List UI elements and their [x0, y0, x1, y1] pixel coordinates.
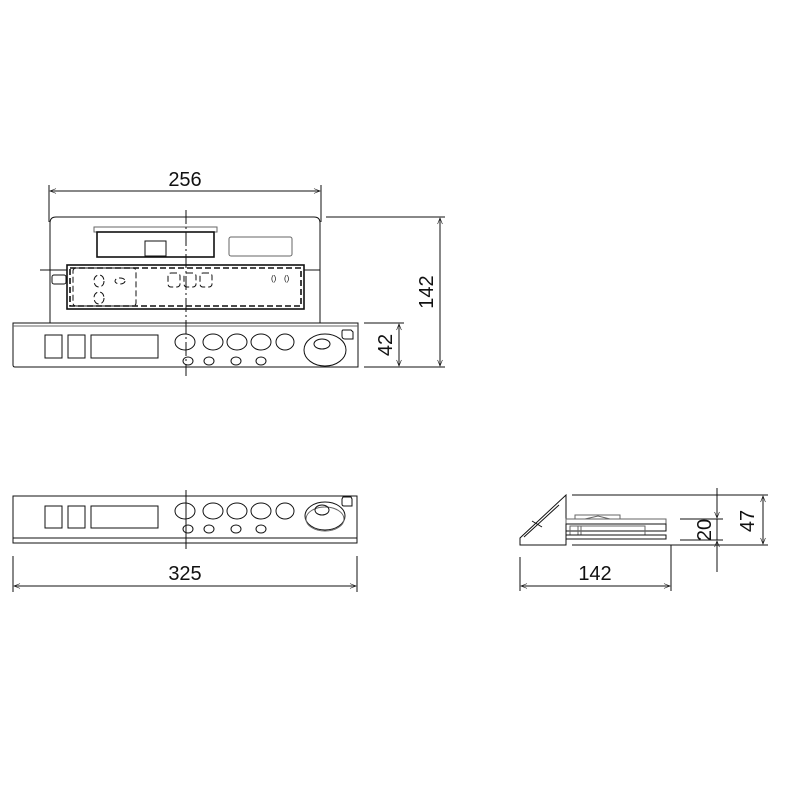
front-round-button-3: [226, 502, 248, 520]
front-round-button-1: [174, 502, 196, 520]
round-button-4: [250, 333, 272, 351]
dimension-height-side: 20 47: [680, 488, 766, 572]
front-view: 325: [12, 490, 358, 592]
top-slot-tab: [144, 240, 167, 257]
small-button-1: [182, 356, 194, 366]
front-round-button-5: [275, 502, 295, 520]
tray-mark-2: (): [284, 274, 290, 283]
rotary-knob: [303, 333, 347, 367]
dim-label-47: 47: [737, 510, 759, 532]
tray-dashed-outline: [69, 267, 302, 307]
front-indicator-light: [341, 496, 353, 507]
dimension-depth-top: 142 42: [326, 216, 445, 368]
small-button-2: [203, 356, 215, 366]
indicator-light: [341, 329, 354, 340]
small-button-3: [230, 356, 242, 366]
round-button-5: [275, 333, 295, 351]
dim-label-20: 20: [694, 519, 716, 541]
unit-body-outline: [49, 216, 321, 323]
tray-slot: [114, 277, 126, 285]
dim-label-256: 256: [168, 169, 201, 191]
dim-label-142-side: 142: [578, 563, 611, 585]
front-round-button-4: [250, 502, 272, 520]
square-button-2: [67, 334, 86, 359]
rotary-knob-grip: [313, 338, 331, 350]
front-small-button-3: [230, 524, 242, 534]
front-square-button-1: [44, 505, 63, 529]
round-button-1: [174, 333, 196, 351]
front-rotary-knob-grip: [314, 504, 330, 516]
dimension-width-top: 256: [48, 169, 322, 222]
dim-label-325: 325: [168, 563, 201, 585]
top-display-window: [228, 236, 293, 257]
round-button-3: [226, 333, 248, 351]
side-view: 20 47 142: [519, 488, 768, 591]
tray-hole-1: [93, 274, 105, 288]
front-small-button-4: [255, 524, 267, 534]
front-square-button-2: [67, 505, 86, 529]
tray-hole-2: [93, 291, 105, 305]
round-button-2: [202, 333, 224, 351]
front-display-window: [90, 505, 159, 529]
left-side-tab: [51, 274, 67, 285]
top-view: 256 () (): [12, 169, 445, 376]
tray-mark-1: (): [271, 274, 277, 283]
front-small-button-1: [182, 524, 194, 534]
front-small-button-2: [203, 524, 215, 534]
dimension-depth-side: 142: [519, 545, 672, 591]
tray-left-pocket: [72, 267, 137, 307]
side-panel-wedge: [519, 493, 567, 546]
front-round-button-2: [202, 502, 224, 520]
dimension-width-front: 325: [12, 556, 358, 592]
small-button-4: [255, 356, 267, 366]
tray-key-3: [199, 272, 213, 288]
display-window: [90, 334, 159, 359]
tray-key-1: [167, 272, 181, 288]
dim-label-142-top: 142: [416, 275, 438, 308]
dim-label-42: 42: [375, 334, 397, 356]
front-panel-top-view: [12, 322, 359, 368]
top-slot: [96, 231, 215, 258]
square-button-1: [44, 334, 63, 359]
front-rotary-knob: [304, 501, 346, 531]
tray-key-2: [183, 272, 197, 288]
